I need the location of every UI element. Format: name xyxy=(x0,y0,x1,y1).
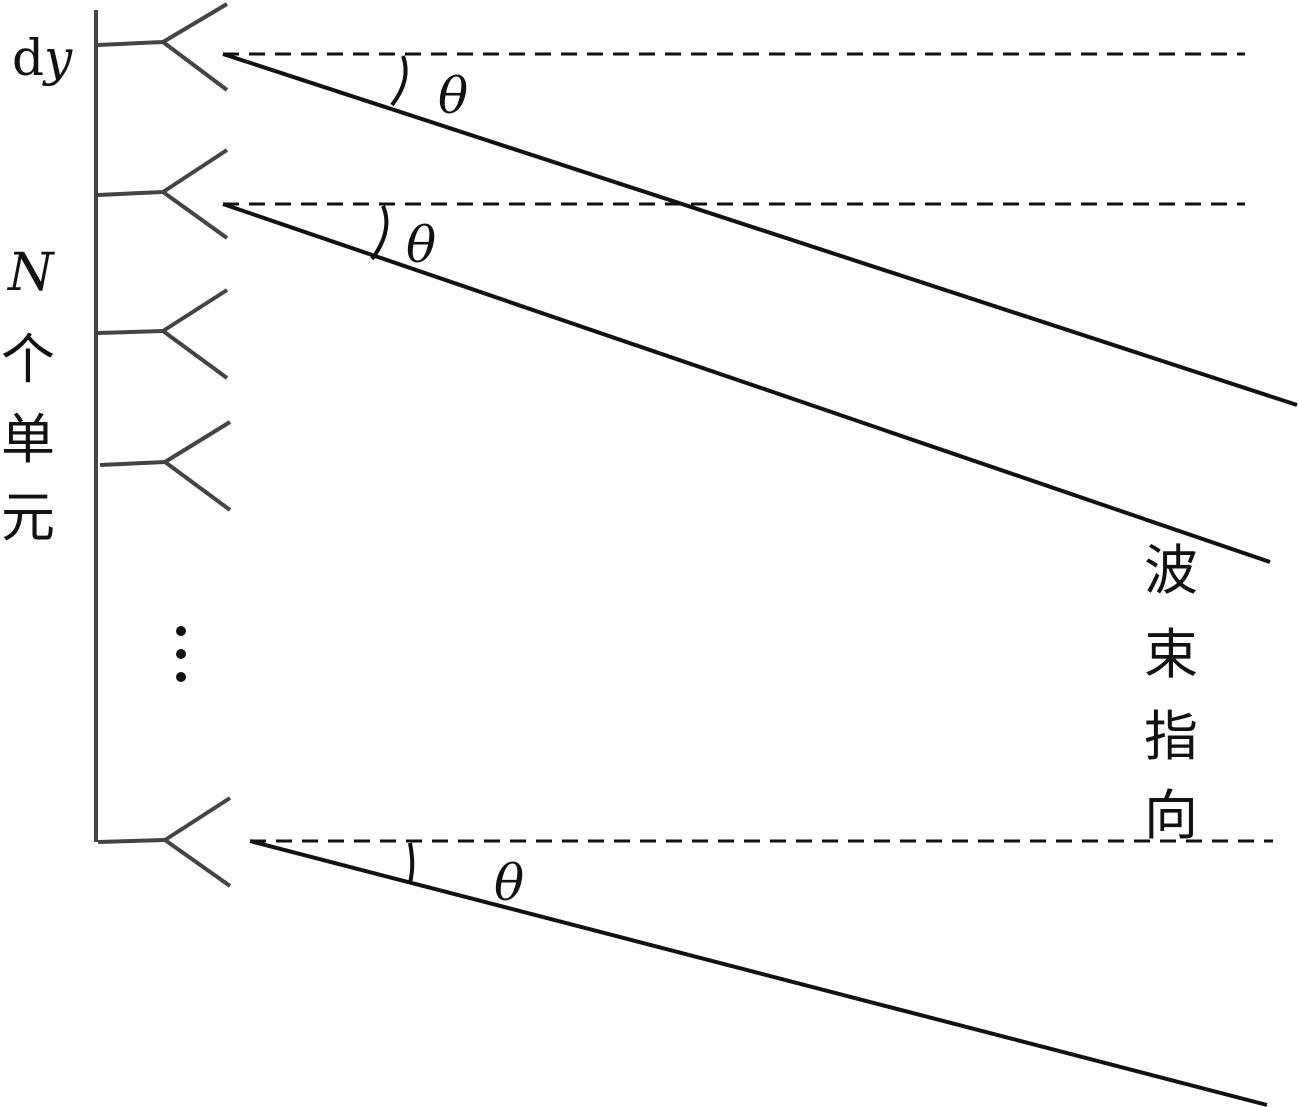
beam-char-4: 向 xyxy=(1144,784,1198,847)
antenna-element-4 xyxy=(99,420,232,512)
units-char-2: 单 xyxy=(1,408,55,471)
element-spacing-label: dy xyxy=(12,29,73,87)
antenna-element-1 xyxy=(97,2,229,92)
angle-arc-1 xyxy=(390,55,408,107)
element-count-symbol: N xyxy=(6,243,55,303)
beam-ray-2 xyxy=(222,202,1271,564)
units-char-1: 个 xyxy=(1,328,55,391)
beam-char-1: 波 xyxy=(1144,539,1198,602)
angle-label-1: θ xyxy=(438,67,468,125)
angle-label-2: θ xyxy=(406,216,436,274)
antenna-element-last xyxy=(97,796,232,888)
ellipsis-icon xyxy=(176,626,186,682)
beam-ray-1 xyxy=(222,52,1298,407)
antenna-element-2 xyxy=(97,148,229,240)
beam-char-2: 束 xyxy=(1144,623,1198,686)
angle-arc-last xyxy=(408,842,415,884)
beam-ray-last xyxy=(249,839,1268,1107)
angle-label-last: θ xyxy=(494,854,524,912)
angle-arc-2 xyxy=(370,205,389,261)
beam-char-3: 指 xyxy=(1144,705,1198,768)
units-char-3: 元 xyxy=(1,486,55,549)
antenna-element-3 xyxy=(97,288,229,380)
